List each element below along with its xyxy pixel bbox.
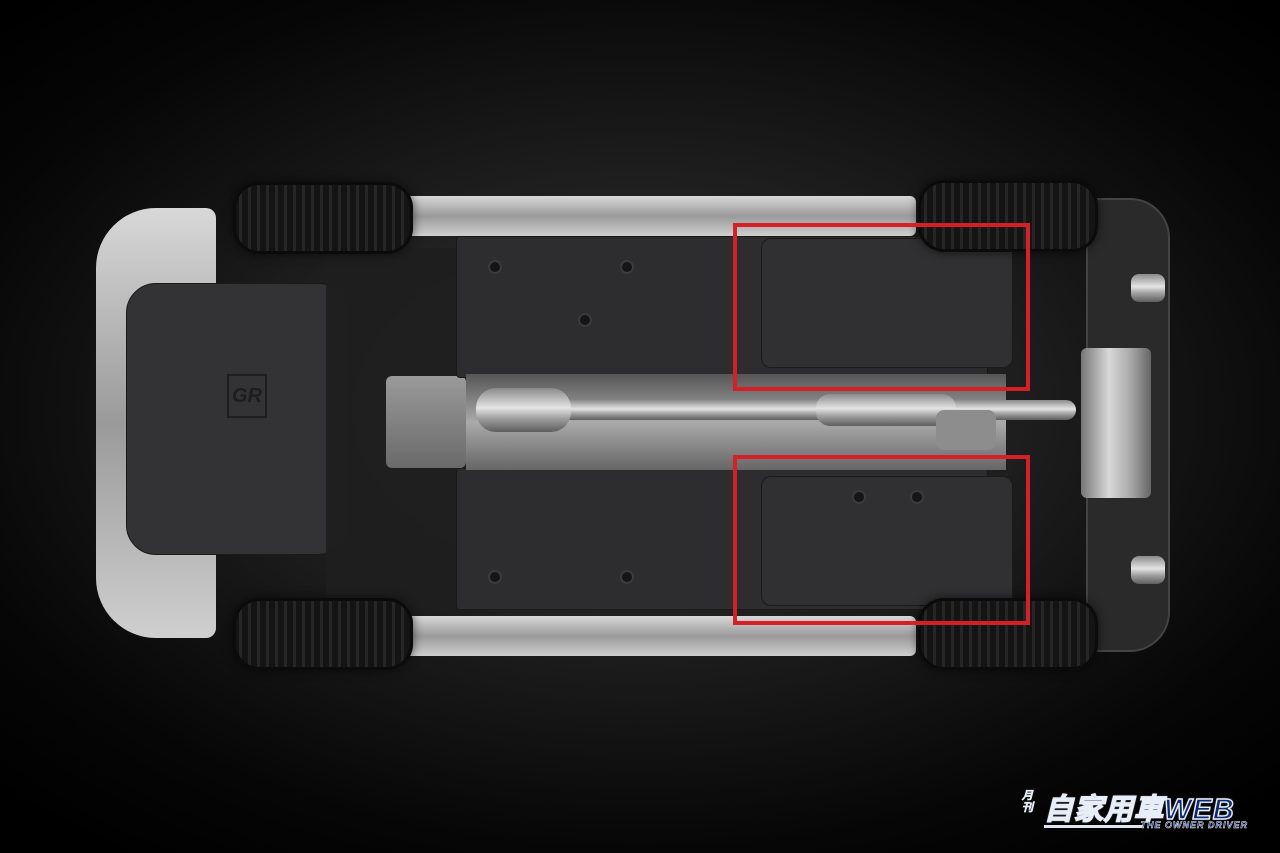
bolt	[622, 262, 632, 272]
car-body: GR	[96, 188, 1176, 663]
logo-subtitle: THE OWNER DRIVER	[1140, 820, 1248, 831]
highlight-box-rear-bottom	[733, 455, 1030, 625]
rear-panel-bottom	[761, 476, 1013, 606]
tire-rear-bottom	[918, 598, 1098, 670]
logo-prefix: 月刊	[1022, 790, 1034, 815]
logo-title: 自家用車WEB	[1043, 793, 1235, 826]
highlight-box-rear-top	[733, 223, 1030, 391]
gr-emblem: GR	[227, 374, 267, 418]
bolt	[912, 492, 922, 502]
catalytic-converter	[476, 388, 571, 432]
bolt	[580, 315, 590, 325]
logo-underline	[1044, 825, 1144, 828]
exhaust-tip-bottom	[1131, 556, 1165, 584]
center-crossmember	[386, 376, 466, 468]
tire-rear-top	[918, 180, 1098, 252]
bolt	[854, 492, 864, 502]
bolt	[622, 572, 632, 582]
front-engine-undercover: GR	[126, 283, 348, 555]
center-resonator	[816, 394, 956, 426]
bolt	[490, 262, 500, 272]
tire-front-top	[233, 182, 413, 254]
rear-panel-top	[761, 238, 1013, 368]
bolt	[490, 572, 500, 582]
side-sill-top	[396, 196, 916, 236]
exhaust-tip-top	[1131, 274, 1165, 302]
tire-front-bottom	[233, 598, 413, 670]
watermark-logo: 月刊 自家用車WEB THE OWNER DRIVER	[1022, 786, 1252, 836]
rear-muffler	[1081, 348, 1151, 498]
rear-differential	[936, 410, 996, 450]
